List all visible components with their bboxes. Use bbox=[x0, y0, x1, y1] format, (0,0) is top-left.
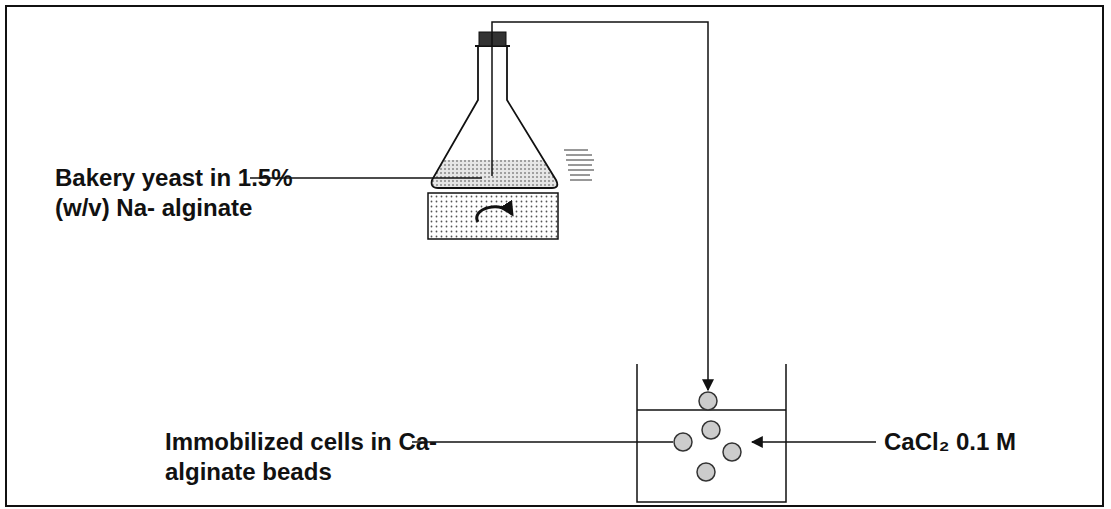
solution-label: CaCl₂ 0.1 M bbox=[884, 427, 1084, 457]
feed-tube bbox=[492, 22, 708, 390]
frame bbox=[6, 6, 1103, 506]
part-label: Immobilized cells in Ca-alginate beads bbox=[165, 427, 445, 487]
leader-line bbox=[412, 441, 673, 443]
yeast-suspension bbox=[432, 160, 558, 187]
stirrer-plate bbox=[428, 193, 558, 239]
motion-lines bbox=[564, 150, 594, 180]
alginate-beads bbox=[674, 392, 741, 481]
part-label: Bakery yeast in 1.5%(w/v) Na- alginate bbox=[55, 163, 330, 223]
erlenmeyer-flask bbox=[432, 46, 558, 188]
beaker bbox=[637, 364, 786, 502]
rotation-arrow bbox=[477, 207, 512, 222]
leader-arrow bbox=[752, 441, 876, 443]
